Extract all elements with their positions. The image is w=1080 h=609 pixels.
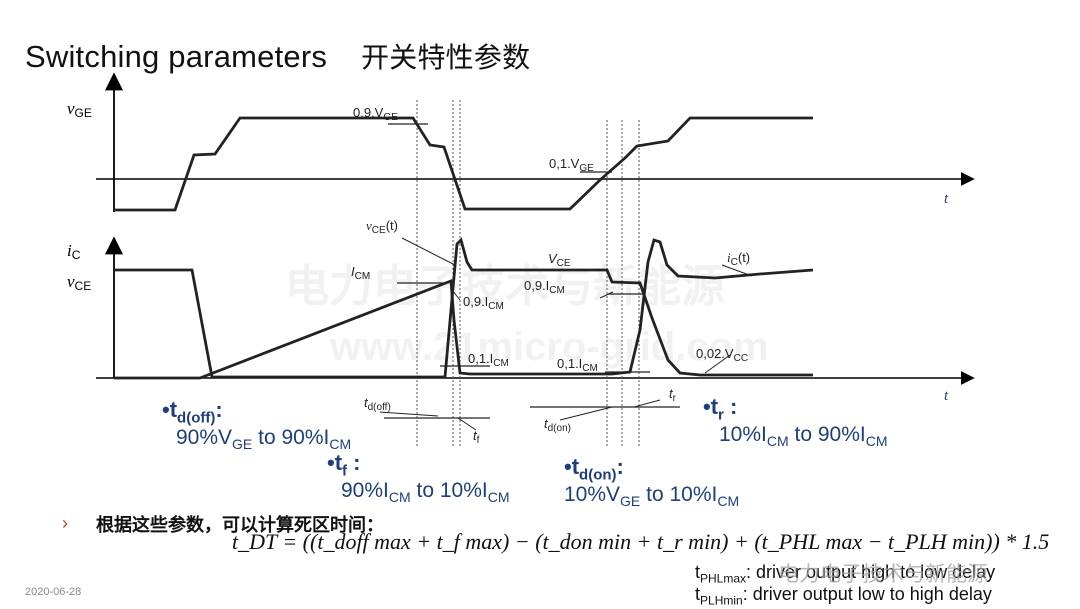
leader-lines [379, 237, 753, 431]
dead-time-note: 根据这些参数，可以计算死区时间： [96, 515, 384, 536]
ic-axis-label: iC [67, 241, 81, 262]
ann-tdoff: td(off) [364, 395, 391, 413]
ann-01icm-a: 0,1.ICM [468, 351, 509, 369]
ann-09icm-a: 0,9.ICM [463, 294, 504, 312]
note-bullet: › [62, 513, 68, 533]
dead-time-formula: t_DT = ((t_doff max + t_f max) − (t_don … [232, 529, 1050, 554]
ann-tf: tf [473, 428, 480, 446]
ann-002vcc: 0,02.VCC [696, 346, 748, 364]
ann-tdon: td(on) [544, 416, 571, 434]
title-en: Switching parameters [25, 39, 328, 74]
title-cn: 开关特性参数 [361, 41, 531, 74]
threshold-lines [384, 123, 680, 419]
ann-vce-t: vCE(t) [366, 218, 398, 236]
timing-guides [416, 100, 640, 448]
vce-waveform [114, 237, 813, 379]
ann-01icm-b: 0,1.ICM [557, 356, 598, 374]
bottom-time-label: t [944, 388, 949, 404]
ann-ic-t: iC(t) [727, 250, 750, 268]
slide-title: Switching parameters 开关特性参数 [25, 36, 530, 76]
delay-plh-note: tPLHmin: driver output low to high delay [695, 584, 992, 608]
background-watermark-url: www.21micro-grid.com [330, 325, 769, 369]
param-tdoff: •td(off): 90%VGE to 90%ICM [162, 397, 352, 453]
delay-phl-note: tPHLmax: driver output high to low delay [695, 562, 996, 586]
vce-axis-label: vCE [67, 272, 91, 293]
ann-01vge: 0,1.VGE [549, 156, 594, 174]
top-time-label: t [944, 191, 949, 207]
corner-watermark: 电力电子技术与新能源 [778, 562, 988, 586]
ann-tr: tr [669, 386, 677, 404]
ann-icm: ICM [351, 264, 370, 282]
ann-vce: VCE [548, 251, 571, 269]
param-tr: •tr : 10%ICM to 90%ICM [703, 394, 888, 450]
ann-09icm-b: 0,9.ICM [524, 278, 565, 296]
ann-09vge: 0,9.VGE [353, 105, 398, 123]
param-tf: •tf : 90%ICM to 10%ICM [327, 450, 510, 506]
param-tdon: •td(on): 10%VGE to 10%ICM [564, 454, 740, 510]
vge-waveform [114, 116, 813, 212]
footer-date: 2020-06-28 [25, 586, 82, 598]
ic-waveform [114, 238, 814, 380]
vge-axis-label: vGE [67, 99, 92, 120]
